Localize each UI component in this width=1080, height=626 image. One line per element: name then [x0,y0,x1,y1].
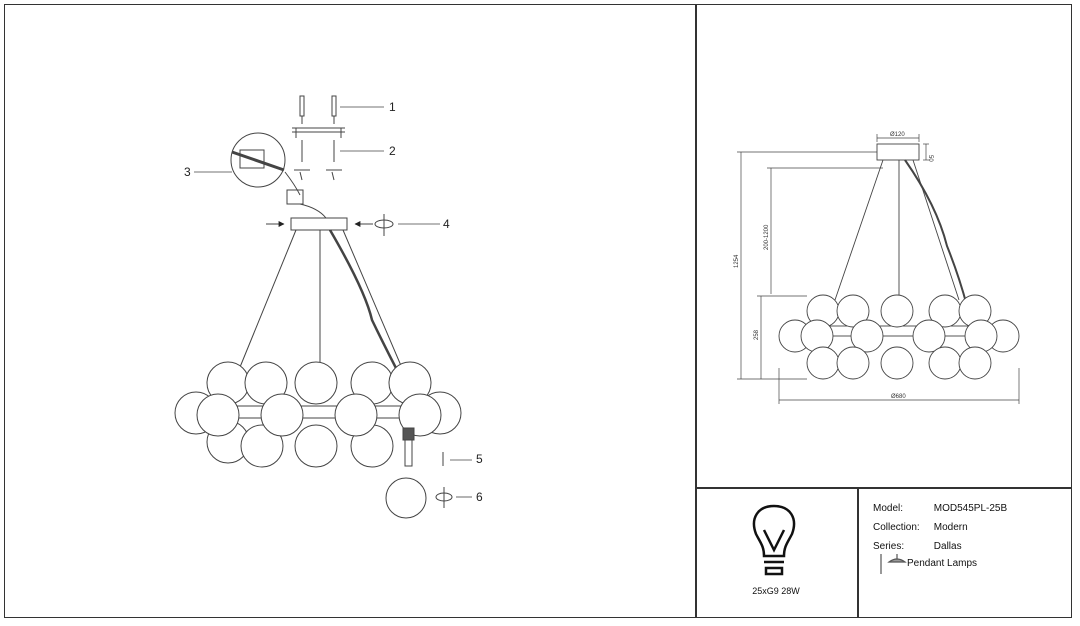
bulb-spec: 25xG9 28W [752,586,800,596]
canopy [290,217,348,231]
series-value: Dallas [933,541,962,552]
type-row: Pendant Lamps [907,558,977,569]
callout-5: 5 [476,452,483,466]
canopy-elevation [876,143,920,161]
dimension-drawing: Ø120 50 1254 200-1200 258 Ø680 [734,132,1020,404]
bulb-icon [752,504,796,576]
series-label: Series: [873,541,905,552]
dim-total-height: 1254 [734,254,740,268]
dimension-lines [737,134,1020,404]
wire-connector-detail [230,132,327,219]
callout-1: 1 [389,100,396,114]
collection-row: Collection: Modern [873,522,968,533]
model-row: Model: MOD545PL-25B [873,503,1007,514]
drawing-sheet [4,4,1072,618]
callout-4: 4 [443,217,450,231]
divider-spec [857,487,859,618]
model-value: MOD545PL-25B [933,503,1008,514]
bulb-socket [402,427,444,467]
dim-cable-length: 200-1200 [764,224,770,250]
collection-label: Collection: [873,522,920,533]
type-value: Pendant Lamps [907,558,978,569]
dim-overall-diameter: Ø680 [891,394,906,400]
dim-body-height: 258 [754,329,760,340]
callout-3: 3 [184,165,191,179]
divider-right [695,487,1072,489]
elevation-shades [778,294,1020,380]
mounting-bracket [292,127,345,181]
screws [299,95,337,124]
elevation-cables [834,159,968,307]
frame-bar [219,405,421,419]
rotate-symbol-6 [435,487,453,508]
model-label: Model: [873,503,904,514]
callout-6: 6 [476,490,483,504]
dim-canopy-diameter: Ø120 [890,132,905,138]
dim-canopy-height: 50 [927,155,933,162]
callout-2: 2 [389,144,396,158]
glass-globe [385,477,427,519]
series-row: Series: Dallas [873,541,962,552]
rotate-symbol-4 [374,214,394,236]
leader-lines [194,106,472,498]
glass-shades [174,361,462,468]
collection-value: Modern [933,522,968,533]
suspension-cables [237,229,403,373]
pendant-type-icon [880,554,907,574]
installation-diagram: 1 2 3 4 5 6 [174,95,483,519]
divider-main [695,4,697,618]
